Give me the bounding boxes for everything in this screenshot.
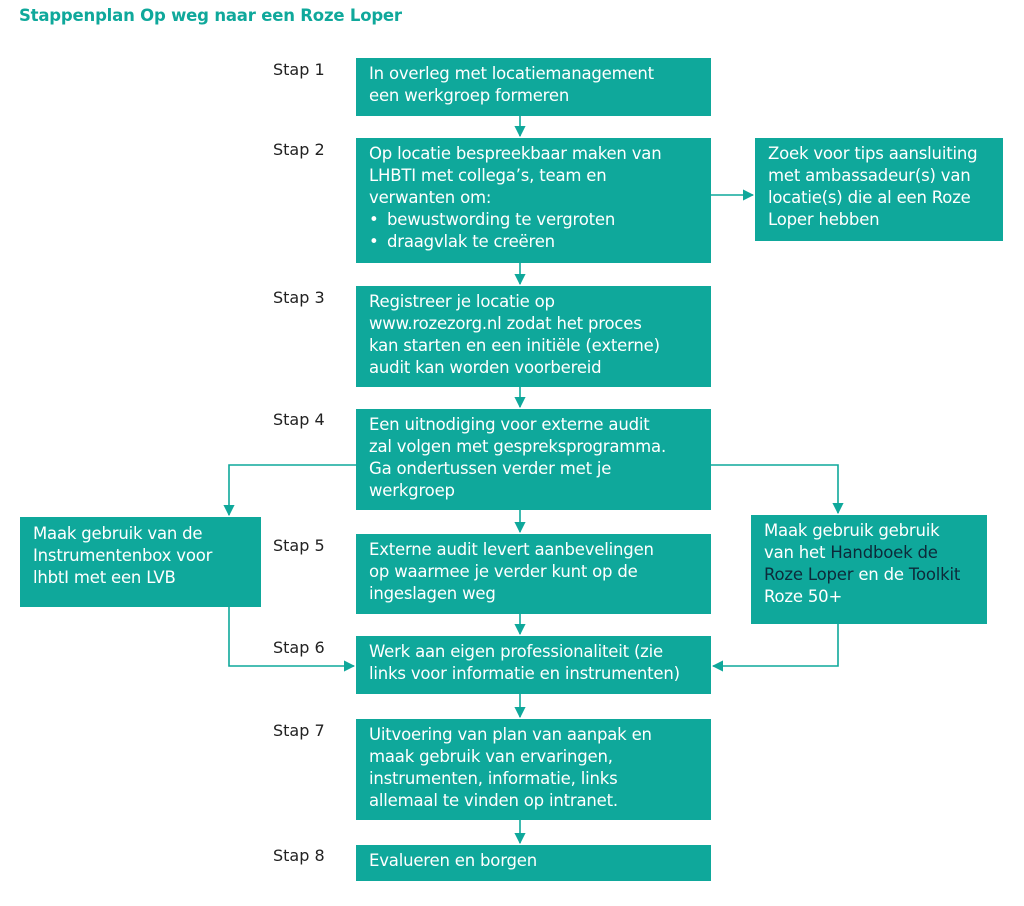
step-5-line: Externe audit levert aanbevelingen xyxy=(369,540,654,559)
step-label-2: Stap 2 xyxy=(273,140,325,159)
handboek-text: van het xyxy=(764,543,831,562)
step-6-line: Werk aan eigen professionaliteit (zie xyxy=(369,642,663,661)
step-label-3: Stap 3 xyxy=(273,288,325,307)
step-label-8: Stap 8 xyxy=(273,846,325,865)
arrow-4-instrumentenbox xyxy=(223,464,356,517)
step-2-bullet: • draagvlak te creëren xyxy=(369,231,702,253)
tips-line: Loper hebben xyxy=(768,210,880,229)
step-3-line: www.rozezorg.nl zodat het proces xyxy=(369,314,642,333)
handboek-line: van het Handboek de xyxy=(764,542,978,564)
step-3-line: Registreer je locatie op xyxy=(369,292,555,311)
step-2-box: Op locatie bespreekbaar maken van LHBTI … xyxy=(356,138,711,263)
step-1-box: In overleg met locatiemanagement een wer… xyxy=(356,58,711,116)
step-6-line: links voor informatie en instrumenten) xyxy=(369,664,680,683)
step-7-line: instrumenten, informatie, links xyxy=(369,769,618,788)
step-label-5: Stap 5 xyxy=(273,536,325,555)
step-7-line: maak gebruik van ervaringen, xyxy=(369,747,613,766)
tips-line: met ambassadeur(s) van xyxy=(768,166,971,185)
handboek-line: Roze 50+ xyxy=(764,587,843,606)
step-5-line: op waarmee je verder kunt op de xyxy=(369,562,638,581)
tips-line: Zoek voor tips aansluiting xyxy=(768,144,978,163)
step-3-line: kan starten en een initiële (externe) xyxy=(369,336,660,355)
arrow-instrumentenbox-6 xyxy=(228,607,356,672)
handboek-link[interactable]: Handboek de xyxy=(830,543,938,562)
handboek-text: en de xyxy=(853,565,909,584)
step-5-box: Externe audit levert aanbevelingen op wa… xyxy=(356,534,711,614)
step-4-line: werkgroep xyxy=(369,481,455,500)
bullet-icon: • xyxy=(369,210,379,229)
step-label-6: Stap 6 xyxy=(273,638,325,657)
step-2-line: LHBTI met collega’s, team en xyxy=(369,166,607,185)
handboek-box: Maak gebruik gebruik van het Handboek de… xyxy=(751,515,987,624)
step-3-line: audit kan worden voorbereid xyxy=(369,358,602,377)
step-4-line: Ga ondertussen verder met je xyxy=(369,459,612,478)
step-2-bullet: • bewustwording te vergroten xyxy=(369,209,702,231)
step-1-line: In overleg met locatiemanagement xyxy=(369,64,654,83)
tips-box: Zoek voor tips aansluiting met ambassade… xyxy=(755,138,1003,241)
step-2-bullet-text: draagvlak te creëren xyxy=(387,232,555,251)
roze-loper-link[interactable]: Roze Loper xyxy=(764,565,854,584)
instrumentenbox-box: Maak gebruik van de Instrumentenbox voor… xyxy=(20,517,261,607)
step-4-line: zal volgen met gespreksprogramma. xyxy=(369,437,666,456)
step-label-1: Stap 1 xyxy=(273,60,325,79)
page-title: Stappenplan Op weg naar een Roze Loper xyxy=(19,6,402,25)
arrow-4-handboek xyxy=(711,464,844,515)
step-label-4: Stap 4 xyxy=(273,410,325,429)
step-1-line: een werkgroep formeren xyxy=(369,86,570,105)
step-8-line: Evalueren en borgen xyxy=(369,851,537,870)
step-7-line: Uitvoering van plan van aanpak en xyxy=(369,725,652,744)
step-4-line: Een uitnodiging voor externe audit xyxy=(369,415,650,434)
instrumentenbox-line: Maak gebruik van de xyxy=(33,524,203,543)
step-2-bullet-text: bewustwording te vergroten xyxy=(387,210,616,229)
step-7-line: allemaal te vinden op intranet. xyxy=(369,791,618,810)
step-4-box: Een uitnodiging voor externe audit zal v… xyxy=(356,409,711,510)
toolkit-link[interactable]: Toolkit xyxy=(908,565,961,584)
step-5-line: ingeslagen weg xyxy=(369,584,496,603)
handboek-line: Maak gebruik gebruik xyxy=(764,521,940,540)
step-7-box: Uitvoering van plan van aanpak en maak g… xyxy=(356,719,711,820)
tips-line: locatie(s) die al een Roze xyxy=(768,188,971,207)
step-2-line: verwanten om: xyxy=(369,188,492,207)
instrumentenbox-line: Instrumentenbox voor xyxy=(33,546,213,565)
step-3-box: Registreer je locatie op www.rozezorg.nl… xyxy=(356,286,711,387)
step-2-line: Op locatie bespreekbaar maken van xyxy=(369,144,662,163)
instrumentenbox-line: lhbtI met een LVB xyxy=(33,568,176,587)
bullet-icon: • xyxy=(369,232,379,251)
handboek-line: Roze Loper en de Toolkit xyxy=(764,564,978,586)
step-label-7: Stap 7 xyxy=(273,721,325,740)
step-6-box: Werk aan eigen professionaliteit (zie li… xyxy=(356,636,711,694)
step-8-box: Evalueren en borgen xyxy=(356,845,711,881)
arrow-handboek-6 xyxy=(711,624,839,672)
